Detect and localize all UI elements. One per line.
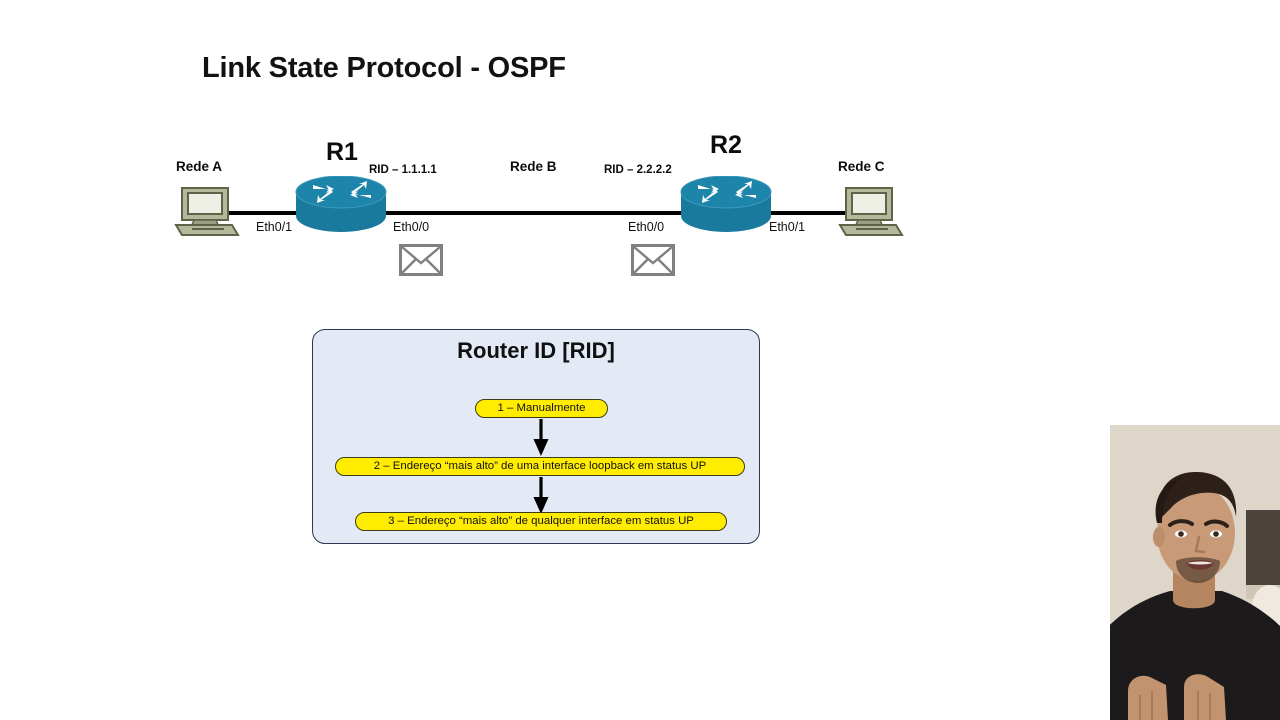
label-rede-a: Rede A xyxy=(176,159,223,174)
presenter-webcam xyxy=(1110,425,1280,720)
router-id-panel: Router ID [RID] 1 – Manualmente 2 – Ende… xyxy=(312,329,760,544)
rid-step-1: 1 – Manualmente xyxy=(475,399,608,418)
iface-r1-eth0-1: Eth0/1 xyxy=(256,220,293,234)
label-rede-b: Rede B xyxy=(510,159,557,174)
rid-label-r2: RID – 2.2.2.2 xyxy=(604,164,672,176)
network-diagram: Rede A R1 RID – 1.1.1.1 xyxy=(0,0,1000,320)
router-id-panel-title: Router ID [RID] xyxy=(457,338,615,363)
label-rede-c: Rede C xyxy=(838,159,885,174)
router-r2 xyxy=(678,175,774,234)
page-title: Link State Protocol - OSPF xyxy=(202,52,566,84)
router-r1 xyxy=(293,175,389,234)
envelope-r1-eth0-0 xyxy=(399,244,443,276)
router-name-r2: R2 xyxy=(710,131,742,159)
router-name-r1: R1 xyxy=(326,138,358,166)
link-r1-to-r2 xyxy=(355,211,755,215)
iface-r1-eth0-0: Eth0/0 xyxy=(393,220,430,234)
pc-rede-c xyxy=(836,186,904,238)
iface-r2-eth0-0: Eth0/0 xyxy=(628,220,665,234)
envelope-r2-eth0-0 xyxy=(631,244,675,276)
flow-arrow-1-to-2 xyxy=(532,419,550,457)
iface-r2-eth0-1: Eth0/1 xyxy=(769,220,806,234)
link-r2-to-pc-c xyxy=(740,211,865,215)
pc-rede-a xyxy=(172,186,240,238)
rid-label-r1: RID – 1.1.1.1 xyxy=(369,164,437,176)
link-pc-a-to-r1 xyxy=(205,211,325,215)
rid-step-2: 2 – Endereço “mais alto” de uma interfac… xyxy=(335,457,745,476)
flow-arrow-2-to-3 xyxy=(532,477,550,515)
rid-step-3: 3 – Endereço “mais alto” de qualquer int… xyxy=(355,512,727,531)
